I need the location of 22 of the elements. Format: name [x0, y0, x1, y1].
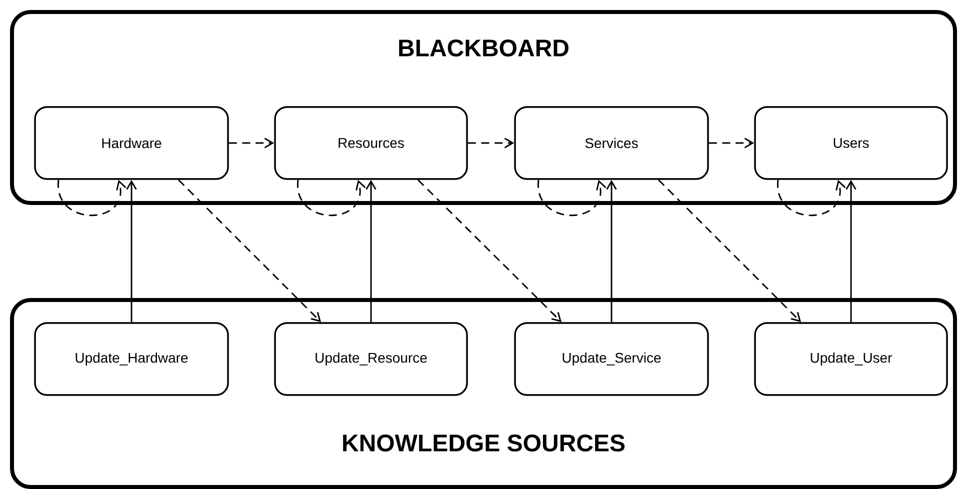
process-box: Hardware: [34, 106, 229, 180]
arrow: [58, 180, 126, 216]
arrow: [297, 180, 366, 216]
arrow: [366, 180, 376, 322]
arrow: [846, 180, 856, 322]
process-box: Update_Service: [514, 322, 709, 396]
arrow: [126, 180, 137, 322]
process-box: Update_Resource: [274, 322, 468, 396]
arrow: [777, 180, 846, 216]
process-box: Services: [514, 106, 709, 180]
arrow: [658, 179, 801, 322]
process-box: Resources: [274, 106, 468, 180]
arrow: [417, 179, 562, 322]
arrow: [228, 138, 274, 148]
arrow: [606, 180, 617, 322]
process-box: Update_Hardware: [34, 322, 229, 396]
arrow: [708, 138, 754, 148]
arrow: [538, 180, 606, 216]
process-box: Update_User: [754, 322, 948, 396]
arrow: [468, 138, 514, 148]
arrow: [178, 179, 321, 322]
process-box: Users: [754, 106, 948, 180]
